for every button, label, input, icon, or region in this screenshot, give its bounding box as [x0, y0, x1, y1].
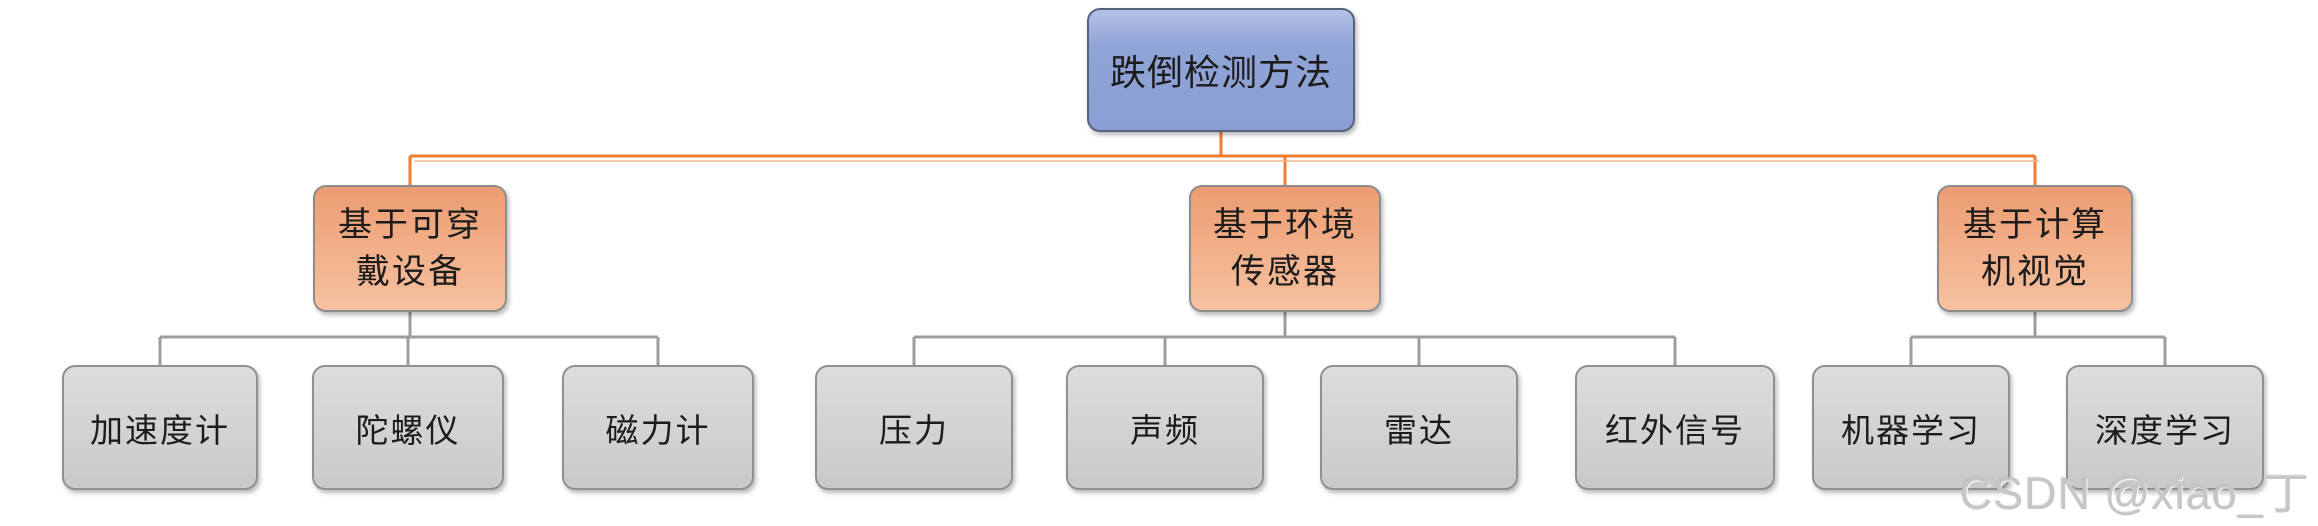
- node-root-fall-detection-methods: 跌倒检测方法: [1087, 8, 1355, 132]
- leaf-machine-learning: 机器学习: [1812, 365, 2010, 490]
- node-ambient-sensors: 基于环境 传感器: [1189, 185, 1381, 312]
- leaf-gyroscope: 陀螺仪: [312, 365, 504, 490]
- orange-connector-group: [408, 132, 2037, 185]
- leaf-pressure: 压力: [815, 365, 1013, 490]
- leaf-deep-learning: 深度学习: [2066, 365, 2264, 490]
- leaf-radar: 雷达: [1320, 365, 1518, 490]
- leaf-infrared-signal: 红外信号: [1575, 365, 1775, 490]
- leaf-magnetometer: 磁力计: [562, 365, 754, 490]
- gray-connector-group: [158, 312, 2167, 365]
- leaf-audio: 声频: [1066, 365, 1264, 490]
- node-computer-vision: 基于计算 机视觉: [1937, 185, 2133, 312]
- leaf-accelerometer: 加速度计: [62, 365, 258, 490]
- watermark: CSDN @xiao_丁: [1959, 468, 2310, 519]
- node-wearable-devices: 基于可穿 戴设备: [313, 185, 507, 312]
